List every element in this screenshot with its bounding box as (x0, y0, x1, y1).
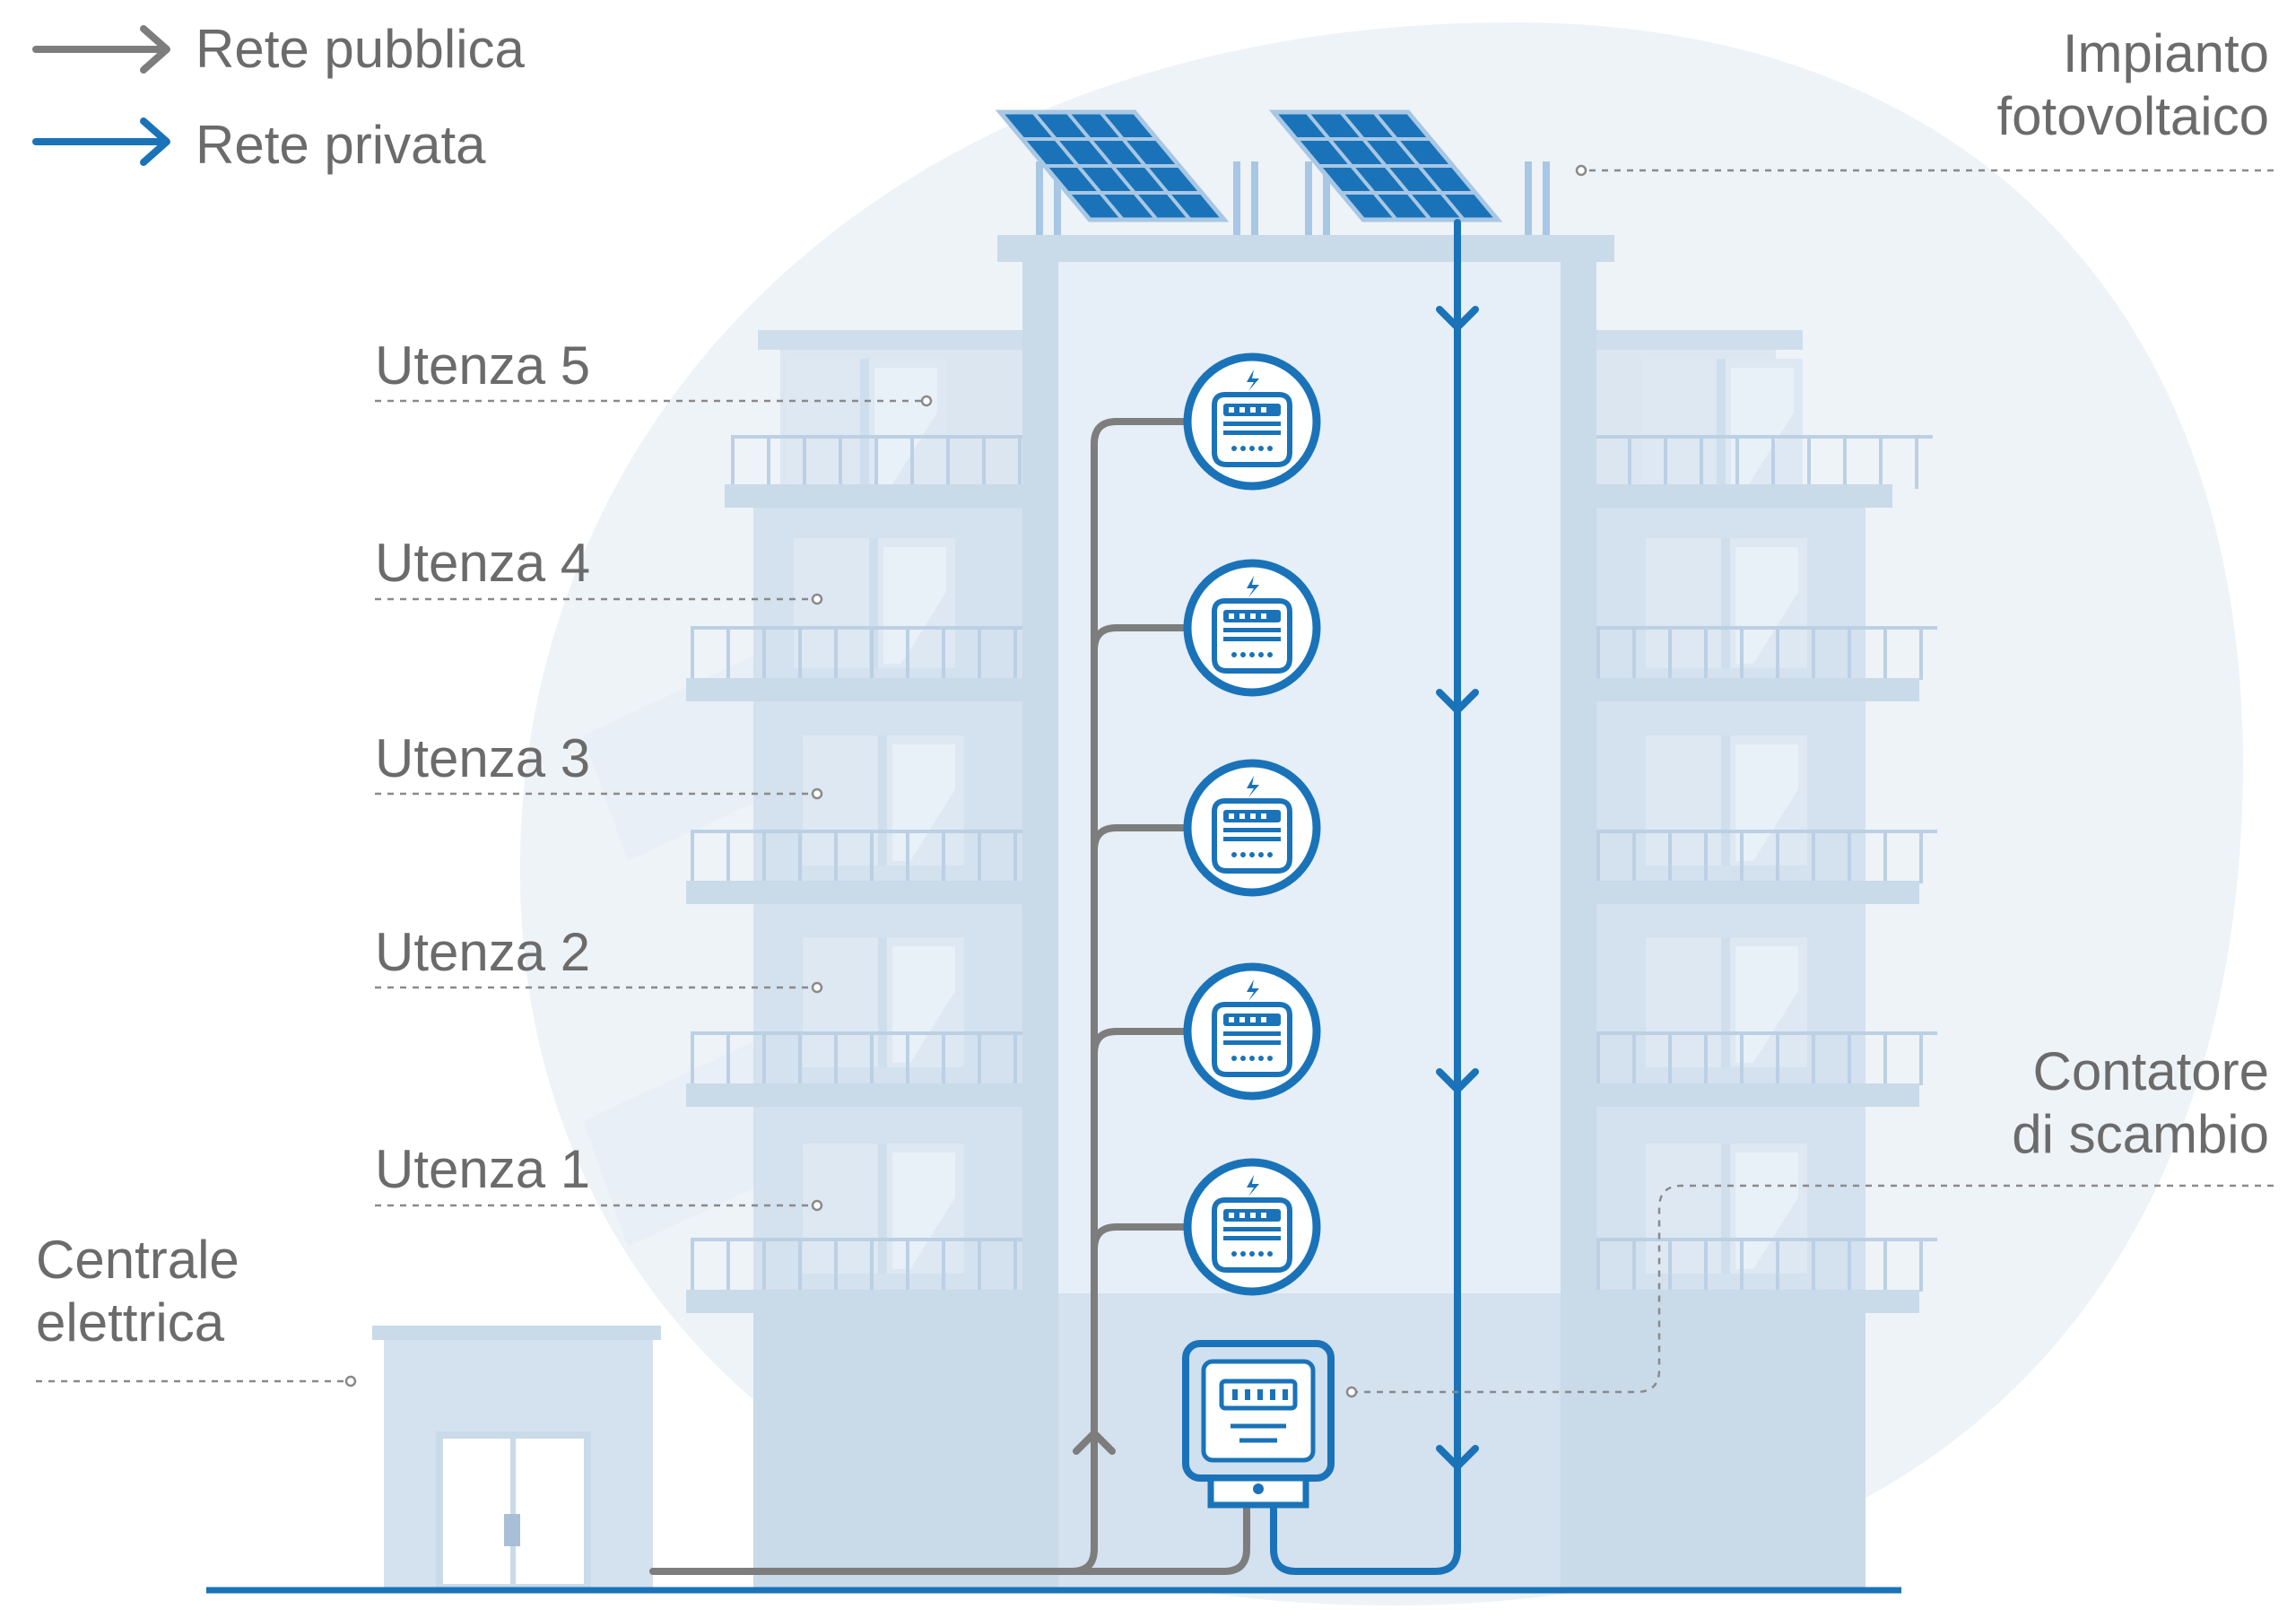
power-plant-label-line2: elettrica (36, 1292, 225, 1353)
legend-item-private-grid: Rete privata (32, 115, 486, 175)
unit-3-label: Utenza 3 (375, 728, 590, 788)
private-grid-lines (1270, 219, 1479, 1575)
photovoltaic-label-line1: Impianto (2063, 23, 2269, 83)
unit-2-label: Utenza 2 (375, 922, 590, 982)
photovoltaic-label-line2: fotovoltaico (1996, 86, 2269, 146)
unit-1-label: Utenza 1 (375, 1139, 590, 1199)
legend-public-grid-label: Rete pubblica (196, 19, 526, 79)
power-plant-label-line1: Centrale (36, 1230, 239, 1290)
building-left-wing (753, 330, 1031, 1588)
meter-icon-unit-2 (1187, 967, 1317, 1096)
leader-lines (36, 169, 2274, 1394)
exchange-meter-icon (1182, 1340, 1335, 1509)
exchange-meter-label-line2: di scambio (2012, 1104, 2269, 1164)
public-grid-arrowhead-icon (140, 25, 170, 74)
unit-5-label: Utenza 5 (375, 335, 590, 396)
legend-item-public-grid: Rete pubblica (32, 19, 526, 79)
private-grid-arrowhead-icon (140, 117, 170, 166)
solar-panels (1000, 112, 1550, 235)
right-balconies (1587, 435, 1937, 1313)
meter-icon-unit-4 (1187, 563, 1317, 692)
leader-dots (344, 164, 1587, 1398)
legend-private-grid-label: Rete privata (196, 115, 486, 175)
legend: Rete pubblica Rete privata (32, 19, 526, 175)
building-right-wing (1596, 330, 1866, 1588)
meter-icon-unit-5 (1187, 357, 1317, 486)
public-grid-lines (649, 418, 1250, 1575)
meter-icon-unit-3 (1187, 763, 1317, 892)
left-balconies (686, 435, 1072, 1313)
exchange-meter-label-line1: Contatore (2033, 1041, 2270, 1101)
unit-4-label: Utenza 4 (375, 533, 590, 593)
power-plant-building (372, 1326, 661, 1591)
meter-icon-unit-1 (1187, 1162, 1317, 1292)
